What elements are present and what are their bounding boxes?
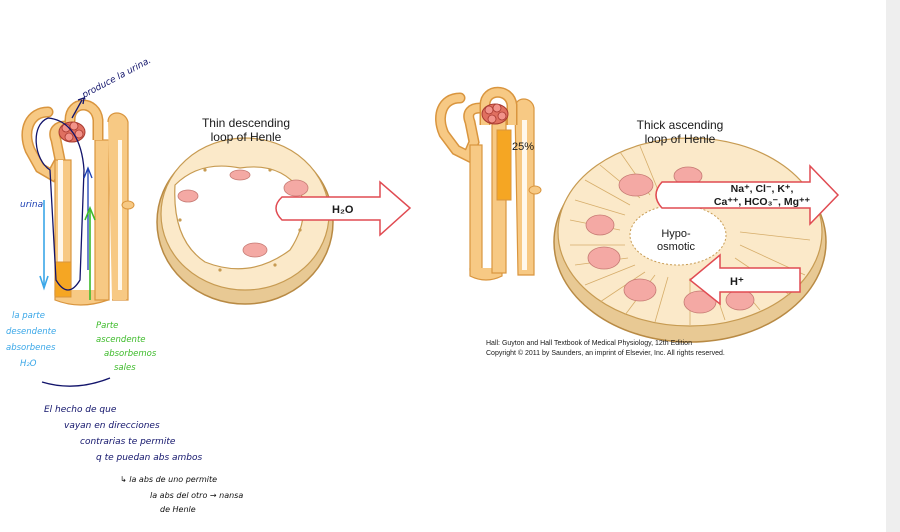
bottom-note-line: q te puedan abs ambos xyxy=(96,453,203,463)
glomerulus-right xyxy=(481,103,509,125)
credit-line2: Copyright © 2011 by Saunders, an imprint… xyxy=(486,349,725,357)
left-note-line: la parte xyxy=(12,311,45,321)
h-plus-arrow xyxy=(688,253,801,306)
footnote-line: ↳ la abs de uno permite xyxy=(120,475,217,484)
footnote: ↳ la abs de uno permite la abs del otro … xyxy=(120,475,243,514)
bottom-note: El hecho de que vayan en direcciones con… xyxy=(44,405,203,463)
credit-line1: Hall: Guyton and Hall Textbook of Medica… xyxy=(486,340,692,347)
hypo-label-line1: Hypo- xyxy=(661,228,691,240)
left-note-line: H₂O xyxy=(20,359,37,369)
right-note-line: Parte xyxy=(96,321,118,331)
bottom-note-line: vayan en direcciones xyxy=(64,421,160,431)
thick-title-line1: Thick ascending xyxy=(637,118,724,132)
footnote-line: la abs del otro → nansa xyxy=(150,491,243,500)
bottom-note-line: El hecho de que xyxy=(44,405,117,415)
ions-arrow xyxy=(655,164,840,226)
footnote-line: de Henle xyxy=(160,505,196,514)
urina-note: urina xyxy=(20,200,43,210)
thin-title-line1: Thin descending xyxy=(202,116,290,130)
ions-label-line1: Na⁺, Cl⁻, K⁺, xyxy=(731,183,794,195)
h2o-label: H₂O xyxy=(332,204,354,216)
left-note-line: desendente xyxy=(6,327,56,337)
left-note-line: absorbenes xyxy=(6,343,56,353)
right-note-line: absorbemos xyxy=(104,349,157,359)
ions-label-line2: Ca⁺⁺, HCO₃⁻, Mg⁺⁺ xyxy=(714,196,811,208)
percent-label: 25% xyxy=(512,141,534,153)
right-note-line: ascendente xyxy=(96,335,146,345)
hypo-label-line2: osmotic xyxy=(657,241,695,253)
handwriting-strokes xyxy=(35,97,111,387)
h2o-arrow xyxy=(275,180,412,237)
h-plus-label: H⁺ xyxy=(730,276,744,288)
thick-ascending-cross-section xyxy=(553,137,827,343)
thin-descending-cross-section xyxy=(156,137,334,305)
right-note-line: sales xyxy=(114,363,136,373)
right-scroll-gutter[interactable] xyxy=(886,0,900,532)
produce-note: produce la urina. xyxy=(80,56,153,101)
thin-title-line2: loop of Henle xyxy=(211,130,282,144)
thick-title-line2: loop of Henle xyxy=(645,132,716,146)
right-nephron-diagram xyxy=(435,86,542,281)
left-note: la parte desendente absorbenes H₂O xyxy=(6,311,56,369)
right-note: Parte ascendente absorbemos sales xyxy=(96,321,157,373)
bottom-note-line: contrarias te permite xyxy=(80,437,176,447)
